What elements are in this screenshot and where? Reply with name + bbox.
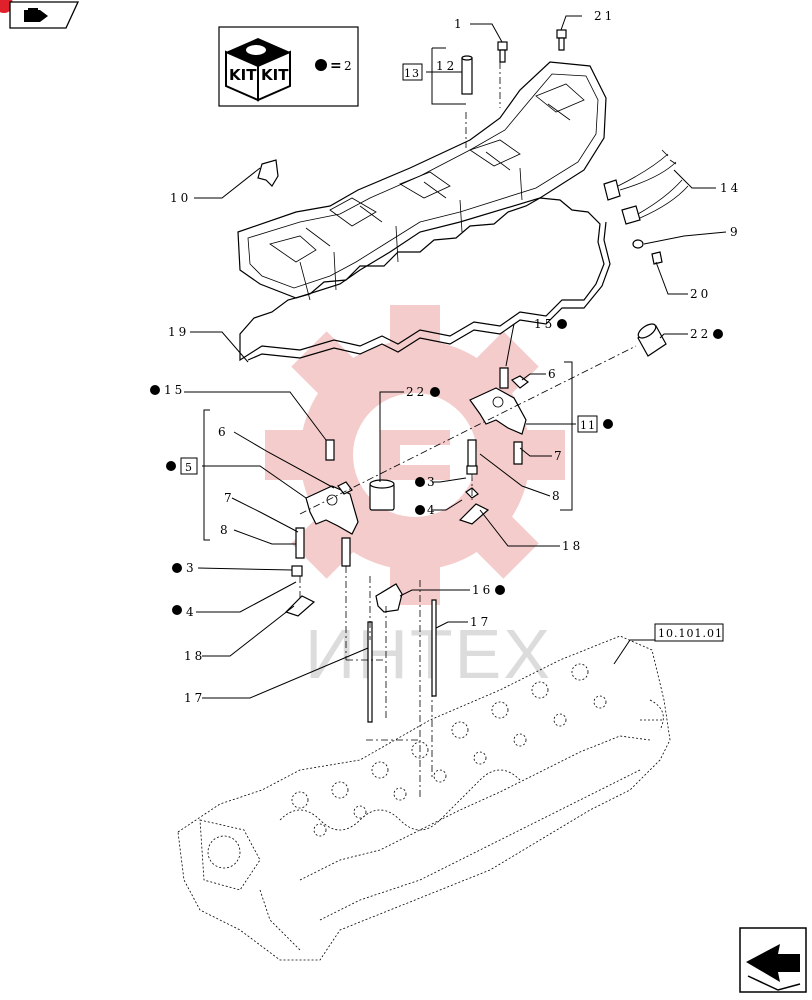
callout-20: 20 bbox=[690, 287, 711, 301]
pushrod-17b bbox=[431, 599, 437, 697]
frame-5 bbox=[180, 457, 198, 475]
sleeve-12 bbox=[461, 55, 473, 95]
clip-10 bbox=[257, 159, 279, 187]
callout-18-upper: 18 bbox=[562, 539, 583, 553]
callout-3-upper: 3 bbox=[427, 475, 438, 489]
valve-cover bbox=[237, 61, 607, 301]
injector-16 bbox=[375, 583, 403, 613]
callout-4-lower: 4 bbox=[186, 605, 197, 619]
kit-box-icon: KIT KIT bbox=[225, 38, 291, 102]
callout-6-upper: 6 bbox=[548, 367, 559, 381]
washer-9 bbox=[632, 239, 644, 249]
kit-word-right: KIT bbox=[261, 66, 289, 84]
callout-16: 16 bbox=[472, 583, 493, 597]
callout-17-lower: 17 bbox=[184, 691, 205, 705]
callout-7-lower: 7 bbox=[224, 491, 235, 505]
callout-7-upper: 7 bbox=[554, 449, 565, 463]
callout-8-upper: 8 bbox=[552, 489, 563, 503]
callout-3-lower: 3 bbox=[186, 561, 197, 575]
rocker-assembly-lower bbox=[284, 439, 359, 617]
callout-18-lower: 18 bbox=[184, 649, 205, 663]
gasket bbox=[239, 197, 611, 362]
callout-15-upper: 15 bbox=[534, 317, 555, 331]
frame-11 bbox=[577, 415, 598, 433]
spacer-22-upper bbox=[637, 323, 667, 357]
callout-14: 14 bbox=[720, 181, 741, 195]
spacer-22-lower bbox=[369, 479, 395, 511]
callout-12: 12 bbox=[436, 59, 457, 73]
cylinder-head bbox=[177, 635, 671, 961]
callout-19: 19 bbox=[168, 325, 189, 339]
callout-11: 11 bbox=[580, 419, 596, 432]
callout-13: 13 bbox=[404, 67, 420, 80]
next-page-arrow-icon[interactable] bbox=[739, 927, 807, 993]
callout-8-lower: 8 bbox=[220, 523, 231, 537]
axis-lines bbox=[299, 62, 637, 800]
bolt-1 bbox=[497, 41, 508, 63]
callout-22-lower: 22 bbox=[406, 385, 427, 399]
callout-22-upper: 22 bbox=[690, 327, 711, 341]
callout-5: 5 bbox=[185, 461, 193, 474]
equals-sign: = bbox=[330, 58, 342, 74]
callout-15-lower: 15 bbox=[164, 383, 185, 397]
callout-labels: 1 21 12 13 10 14 9 20 19 15 22 6 15 22 1… bbox=[164, 9, 741, 705]
callout-17-upper: 17 bbox=[470, 615, 491, 629]
callout-10: 10 bbox=[170, 191, 191, 205]
callout-1: 1 bbox=[454, 17, 465, 31]
kit-bullets bbox=[150, 319, 723, 615]
leader-lines bbox=[184, 15, 727, 699]
kit-word-left: KIT bbox=[229, 66, 257, 84]
bolt-21 bbox=[556, 29, 567, 51]
rocker-assembly-upper bbox=[458, 367, 529, 525]
watermark-text: ИНТЕХ bbox=[305, 615, 552, 693]
kit-legend: KIT KIT = 2 bbox=[218, 26, 359, 107]
bolt-20 bbox=[651, 251, 663, 265]
frame-13 bbox=[402, 63, 423, 81]
reference-frame bbox=[654, 623, 724, 642]
book-nav-icon[interactable] bbox=[0, 0, 80, 29]
harness-14 bbox=[603, 149, 689, 225]
pushrod-17a bbox=[367, 621, 373, 723]
reference-code: 10.101.01 bbox=[658, 627, 723, 640]
callout-21: 21 bbox=[594, 9, 615, 23]
bullet-icon bbox=[315, 59, 327, 71]
kit-equals-value: 2 bbox=[344, 59, 355, 73]
callout-6-lower: 6 bbox=[218, 425, 229, 439]
callout-9: 9 bbox=[730, 225, 741, 239]
callout-4-upper: 4 bbox=[427, 503, 438, 517]
